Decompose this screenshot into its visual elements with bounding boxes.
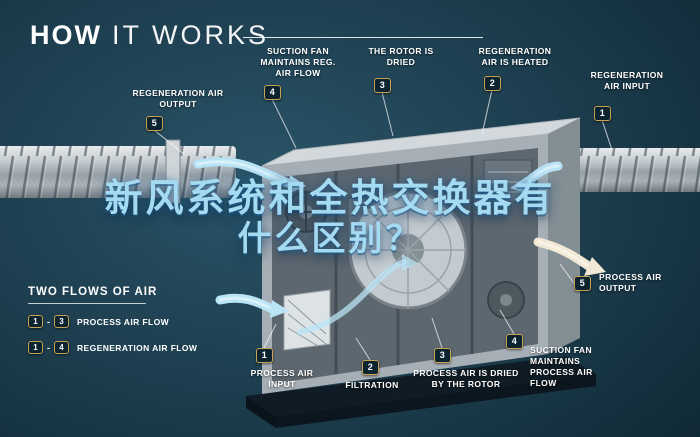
process-airflow-arrow-outlet — [533, 237, 606, 276]
callout-label: THE ROTOR IS DRIED — [368, 46, 434, 68]
callout-regeneration-heated: REGENERATION AIR IS HEATED 2 — [472, 46, 558, 92]
regeneration-airflow-arrow-left — [193, 157, 306, 194]
callout-badge: 2 — [484, 76, 501, 92]
callout-label: REGENERATION AIR IS HEATED — [478, 46, 552, 68]
unit-base — [246, 356, 596, 428]
callout-process-air-input: 1 PROCESS AIR INPUT — [236, 348, 328, 390]
overlay-title-line2: 什么区别？ — [237, 218, 423, 259]
legend-badge-from: 1 — [28, 315, 43, 328]
callout-suction-fan-reg: SUCTION FAN MAINTAINS REG. AIR FLOW 4 — [252, 46, 344, 101]
legend-badge-from: 1 — [28, 341, 43, 354]
callout-badge: 3 — [374, 78, 391, 94]
callout-label: REGENERATION AIR INPUT — [590, 70, 664, 92]
suction-fan-bottom — [487, 281, 525, 319]
legend-dash: - — [47, 316, 50, 327]
callout-process-air-dried: 3 PROCESS AIR IS DRIED BY THE ROTOR — [406, 348, 526, 390]
callout-regeneration-air-output: REGENERATION AIR OUTPUT 5 — [128, 88, 228, 132]
filter-panel — [283, 289, 331, 351]
page-title-bold: HOW — [30, 20, 102, 50]
callout-rotor-dried: THE ROTOR IS DRIED 3 — [362, 46, 440, 94]
airflow-arrows — [193, 157, 606, 335]
callout-badge: 1 — [594, 106, 611, 122]
callout-label: PROCESS AIR IS DRIED BY THE ROTOR — [413, 368, 519, 390]
callout-process-air-output: 5 PROCESS AIR OUTPUT — [574, 272, 670, 294]
callout-label: REGENERATION AIR OUTPUT — [132, 88, 224, 110]
page-title-light: IT WORKS — [111, 20, 269, 50]
legend-row-label: PROCESS AIR FLOW — [77, 316, 170, 327]
legend-badge-to: 3 — [54, 315, 69, 328]
callout-label: SUCTION FAN MAINTAINS PROCESS AIR FLOW — [530, 345, 593, 389]
suction-fan-top — [285, 191, 327, 233]
callout-label: PROCESS AIR OUTPUT — [599, 272, 662, 294]
title-divider — [243, 37, 483, 38]
callout-regeneration-air-input: REGENERATION AIR INPUT 1 — [584, 70, 670, 122]
callout-label: PROCESS AIR INPUT — [250, 368, 314, 390]
callout-badge: 3 — [434, 348, 451, 363]
legend-dash: - — [47, 342, 50, 353]
overlay-title-line1: 新风系统和全热交换器有 — [104, 176, 556, 220]
callout-badge: 4 — [506, 334, 523, 349]
legend-badge-to: 4 — [54, 341, 69, 354]
legend-row-label: REGENERATION AIR FLOW — [77, 342, 198, 353]
callout-badge: 5 — [146, 116, 163, 132]
process-airflow-arrow-inside — [297, 254, 418, 335]
legend-heading: TWO FLOWS OF AIR — [28, 286, 158, 298]
overlay-title: 新风系统和全热交换器有 什么区别？ — [50, 176, 610, 259]
callout-badge: 4 — [264, 85, 281, 101]
legend-row-regeneration: 1 - 4 REGENERATION AIR FLOW — [28, 341, 197, 354]
callout-suction-fan-process: 4 SUCTION FAN MAINTAINS PROCESS AIR FLOW — [506, 334, 602, 389]
legend-two-flows: TWO FLOWS OF AIR 1 - 3 PROCESS AIR FLOW … — [28, 286, 197, 367]
callout-filtration: 2 FILTRATION — [334, 360, 410, 391]
process-airflow-arrow-inlet — [215, 293, 289, 318]
callout-badge: 2 — [362, 360, 379, 375]
left-duct-illustration — [0, 139, 236, 204]
callout-label: FILTRATION — [345, 380, 399, 390]
regeneration-airflow-arrow-right — [510, 161, 563, 194]
leader-lines — [153, 89, 613, 361]
callout-label: SUCTION FAN MAINTAINS REG. AIR FLOW — [260, 46, 336, 79]
page-title: HOW IT WORKS — [30, 20, 269, 51]
callout-badge: 5 — [574, 276, 591, 291]
legend-divider — [28, 303, 146, 304]
callout-badge: 1 — [256, 348, 273, 363]
legend-row-process: 1 - 3 PROCESS AIR FLOW — [28, 315, 197, 328]
